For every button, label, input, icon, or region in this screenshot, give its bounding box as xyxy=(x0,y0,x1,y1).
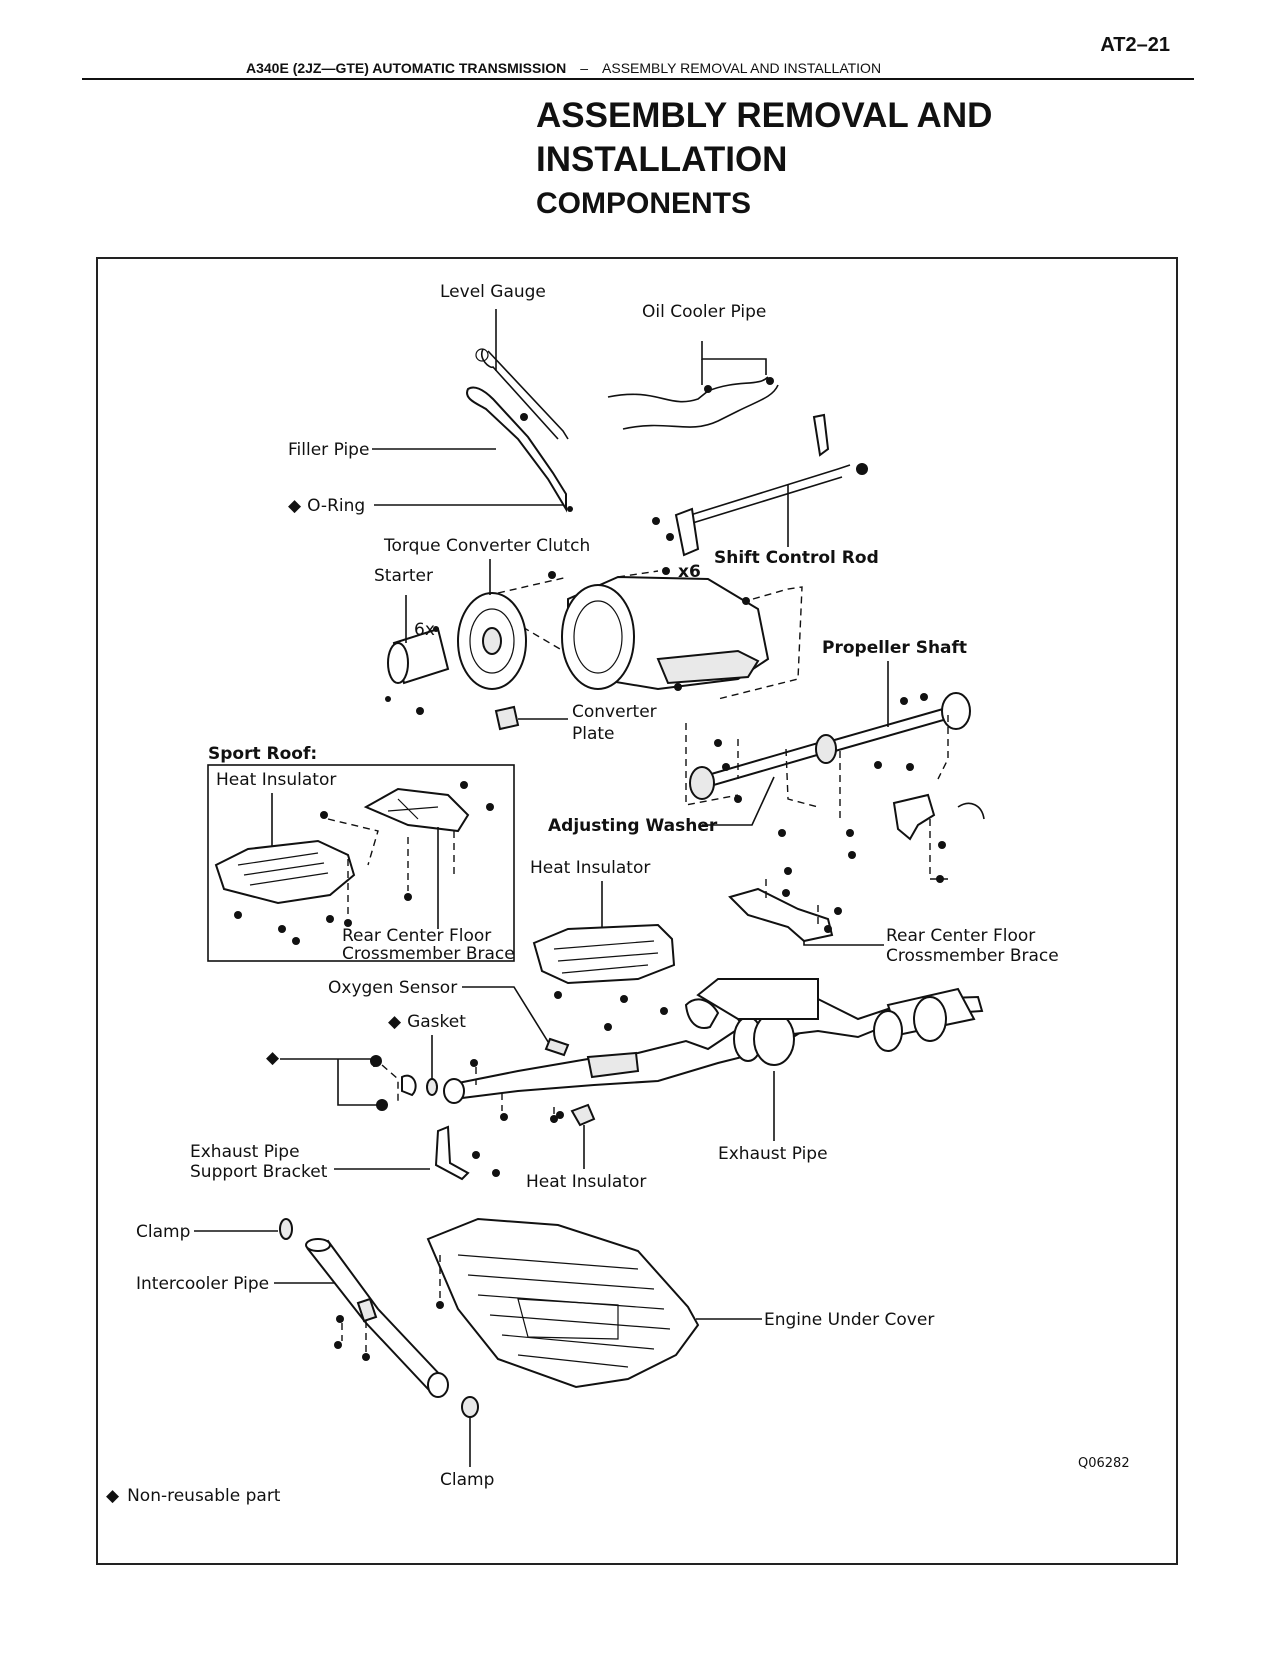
sport-roof-inset-box xyxy=(207,764,515,962)
intercooler-pipe-label: Intercooler Pipe xyxy=(136,1274,269,1294)
transmission-part xyxy=(561,575,770,691)
chapter-title: A340E (2JZ—GTE) AUTOMATIC TRANSMISSION xyxy=(246,60,567,76)
propeller-shaft-part xyxy=(689,692,971,800)
page-title: ASSEMBLY REMOVAL AND INSTALLATION xyxy=(536,94,992,182)
flange-dashes xyxy=(381,1064,399,1105)
non-reusable-marker: ◆ xyxy=(266,1048,280,1068)
propeller-shaft-label: Propeller Shaft xyxy=(822,638,967,658)
adjusting-washer-leader xyxy=(702,776,775,826)
bolt-count-6x: 6x xyxy=(414,620,435,640)
gasket-diamond: ◆ xyxy=(388,1012,402,1032)
filler-pipe-label: Filler Pipe xyxy=(288,440,369,460)
starter-label: Starter xyxy=(374,566,433,586)
rear-brace-part xyxy=(728,867,842,943)
clamp-bottom-label: Clamp xyxy=(440,1470,494,1490)
figure-code: Q06282 xyxy=(1078,1456,1130,1471)
intercooler-dashes xyxy=(341,1321,367,1353)
exhaust-pipe-label: Exhaust Pipe xyxy=(718,1144,828,1164)
legend-text: Non-reusable part xyxy=(127,1486,281,1506)
exhaust-bracket-label-2: Support Bracket xyxy=(190,1162,328,1182)
converter-plate-label-1: Converter xyxy=(572,702,657,722)
flange-gasket-part xyxy=(401,1074,417,1097)
page-title-line-1: ASSEMBLY REMOVAL AND xyxy=(536,96,993,135)
clamp-top-label: Clamp xyxy=(136,1222,190,1242)
o-ring-label: ◆O-Ring xyxy=(288,496,365,516)
heat-insulator-roof-part xyxy=(214,839,356,945)
converter-plate-part xyxy=(494,705,520,731)
rear-brace-roof-label-2: Crossmember Brace xyxy=(342,944,515,964)
rear-brace-bolt-dashes xyxy=(765,879,819,927)
legend: ◆ Non-reusable part xyxy=(106,1486,281,1506)
propeller-bolt-dashes xyxy=(685,715,949,819)
oxygen-sensor-leader xyxy=(462,986,551,1046)
center-bearing-bracket-part xyxy=(892,793,985,883)
rear-brace-label-2: Crossmember Brace xyxy=(886,946,1059,966)
intercooler-pipe-part xyxy=(305,1238,449,1398)
oil-cooler-pipe-leader xyxy=(701,341,767,375)
level-gauge-part xyxy=(475,348,569,440)
exhaust-pipe-part xyxy=(443,978,984,1104)
non-reusable-leader xyxy=(280,1058,375,1067)
rear-brace-roof-label-1: Rear Center Floor xyxy=(342,926,491,946)
shift-control-rod-label: Shift Control Rod xyxy=(714,548,879,568)
level-gauge-label: Level Gauge xyxy=(440,282,546,302)
rear-brace-label-1: Rear Center Floor xyxy=(886,926,1035,946)
filler-pipe-part xyxy=(466,386,573,513)
starter-part xyxy=(385,626,450,715)
oxygen-sensor-label: Oxygen Sensor xyxy=(328,978,457,998)
heat-insulator-mid-part xyxy=(532,923,676,1031)
shift-control-rod-part xyxy=(652,413,868,557)
rear-brace-roof-part xyxy=(320,781,494,927)
components-figure: Level Gauge Filler Pipe ◆O-Ring Oil Cool… xyxy=(96,257,1178,1565)
bolt-count-x6: x6 xyxy=(678,562,701,582)
gasket-text: Gasket xyxy=(407,1012,466,1032)
heat-insulator-low-label: Heat Insulator xyxy=(526,1172,646,1192)
rear-brace-leader xyxy=(803,941,884,946)
header-separator: – xyxy=(580,60,589,76)
engine-under-cover-part xyxy=(426,1217,700,1389)
o-ring-text: O-Ring xyxy=(307,496,365,516)
torque-converter-clutch-label: Torque Converter Clutch xyxy=(383,536,590,556)
oxygen-sensor-part xyxy=(544,1037,570,1057)
components-diagram: Level Gauge Filler Pipe ◆O-Ring Oil Cool… xyxy=(106,282,1130,1506)
roof-bolt-dashes xyxy=(327,818,455,919)
non-reusable-diamond: ◆ xyxy=(288,496,302,516)
section-title: ASSEMBLY REMOVAL AND INSTALLATION xyxy=(602,60,882,76)
gasket-part xyxy=(426,1078,438,1096)
oil-cooler-pipe-part xyxy=(607,376,779,430)
heat-insulator-roof-label: Heat Insulator xyxy=(216,770,336,790)
page-title-line-2: INSTALLATION xyxy=(536,140,788,179)
clamp-bottom-part xyxy=(461,1396,479,1418)
engine-under-cover-label: Engine Under Cover xyxy=(764,1310,934,1330)
legend-diamond: ◆ xyxy=(106,1486,120,1506)
adjusting-washer-label: Adjusting Washer xyxy=(548,816,718,836)
header-rule xyxy=(82,78,1194,80)
clamp-top-part xyxy=(279,1218,293,1240)
heat-insulator-low-part xyxy=(556,1103,596,1127)
exhaust-bracket-part xyxy=(434,1125,500,1181)
torque-converter-clutch-part xyxy=(457,592,527,690)
exhaust-bracket-label-1: Exhaust Pipe xyxy=(190,1142,300,1162)
page-number: AT2–21 xyxy=(1100,34,1170,56)
page-subtitle: COMPONENTS xyxy=(536,187,752,220)
converter-plate-label-2: Plate xyxy=(572,724,615,744)
sport-roof-label: Sport Roof: xyxy=(208,744,317,764)
oil-cooler-pipe-label: Oil Cooler Pipe xyxy=(642,302,766,322)
heat-insulator-mid-label: Heat Insulator xyxy=(530,858,650,878)
gasket-label: ◆Gasket xyxy=(388,1012,466,1032)
running-header: A340E (2JZ—GTE) AUTOMATIC TRANSMISSION–A… xyxy=(246,60,881,76)
bracket-bolt-dashes xyxy=(929,819,948,880)
non-reusable-leader-2 xyxy=(337,1059,380,1106)
